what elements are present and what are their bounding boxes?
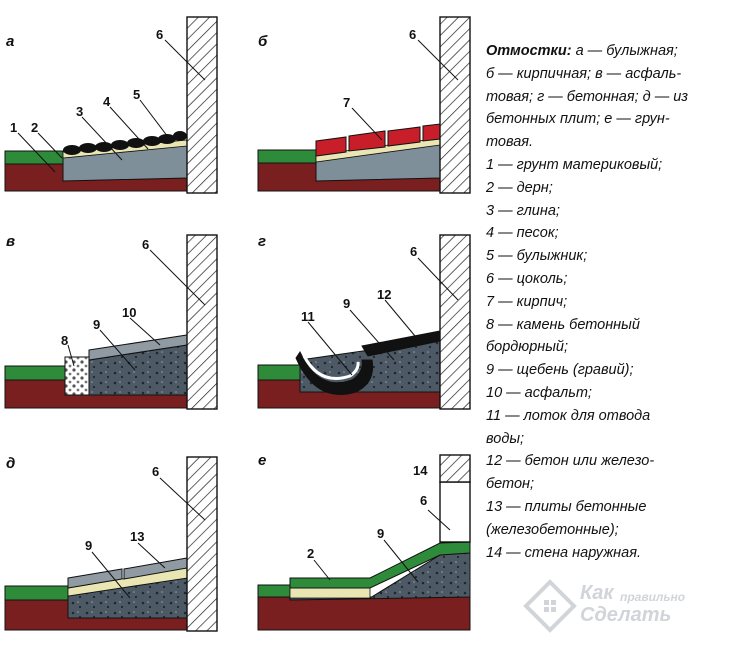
legend-line: 1 — грунт материковый; xyxy=(486,156,663,173)
turf-layer xyxy=(257,149,317,164)
label-e-2: 2 xyxy=(307,546,315,561)
panel-letter-d: д xyxy=(6,455,16,472)
legend-line: бордюрный; xyxy=(486,339,569,356)
watermark-text-2: правильно xyxy=(620,590,686,604)
legend-title: Отмостки: xyxy=(486,43,572,59)
panel-letter-e: е xyxy=(258,452,267,469)
label-d-9: 9 xyxy=(85,538,93,553)
panel-b xyxy=(257,16,471,194)
watermark-text-1: Как xyxy=(580,582,614,604)
label-v-6: 6 xyxy=(142,237,150,252)
legend-line: (железобетонные); xyxy=(486,521,619,538)
leader-lines xyxy=(313,509,451,583)
turf-layer xyxy=(4,150,64,165)
legend-line: 14 — стена наружная. xyxy=(486,544,641,561)
legend-line: б — кирпичная; в — асфаль- xyxy=(486,65,682,82)
panel-letter-v: в xyxy=(6,233,16,250)
legend-line: бетонных плит; е — грун- xyxy=(486,111,670,128)
bricks xyxy=(315,123,441,157)
panel-letter-b: б xyxy=(258,33,268,50)
plinth-wall xyxy=(439,16,471,194)
label-e-6: 6 xyxy=(420,493,428,508)
label-e-9: 9 xyxy=(377,526,385,541)
label-v-8: 8 xyxy=(61,333,69,348)
cobblestones xyxy=(63,131,187,155)
panel-letter-g: г xyxy=(258,233,267,250)
label-a-4: 4 xyxy=(103,94,111,109)
label-g-12: 12 xyxy=(377,287,392,302)
legend-line: 2 — дерн; xyxy=(486,179,553,196)
label-a-2: 2 xyxy=(31,120,39,135)
plinth-wall xyxy=(439,234,471,410)
legend-line-0: Отмостки: а — булыжная; xyxy=(486,40,726,63)
panel-a xyxy=(4,16,218,194)
outer-wall xyxy=(439,454,471,483)
leader-lines xyxy=(351,39,459,141)
panel-letter-a: а xyxy=(6,33,15,50)
panel-v xyxy=(4,234,218,410)
turf-layer xyxy=(4,365,66,381)
label-g-9: 9 xyxy=(343,296,351,311)
label-g-6: 6 xyxy=(410,244,418,259)
label-a-5: 5 xyxy=(133,87,141,102)
label-d-6: 6 xyxy=(152,464,160,479)
label-v-10: 10 xyxy=(122,305,137,320)
legend-line: 3 — глина; xyxy=(486,202,560,219)
label-a-3: 3 xyxy=(76,104,84,119)
legend-line: товая. xyxy=(486,134,534,151)
label-e-14: 14 xyxy=(413,463,428,478)
legend-line: 5 — булыжник; xyxy=(486,248,588,265)
legend-line: бетон; xyxy=(486,476,535,493)
panel-e xyxy=(257,454,471,631)
watermark: Как правильно Сделать xyxy=(522,578,727,636)
leader-lines xyxy=(91,477,206,599)
turf-layer xyxy=(4,585,69,601)
legend-line: 6 — цоколь; xyxy=(486,270,568,287)
label-b-6: 6 xyxy=(409,27,417,42)
drain-tray-inner xyxy=(302,355,360,380)
legend-line: 4 — песок; xyxy=(486,225,559,242)
legend-line: 11 — лоток для отвода xyxy=(486,407,651,424)
label-d-13: 13 xyxy=(130,529,145,544)
plinth-wall xyxy=(186,456,218,632)
leader-lines xyxy=(307,257,459,376)
soil-layer xyxy=(257,596,471,631)
turf-surface xyxy=(289,541,471,589)
label-v-9: 9 xyxy=(93,317,101,332)
border-stone xyxy=(64,356,90,396)
legend-line: 13 — плиты бетонные xyxy=(486,498,647,515)
leader-lines xyxy=(67,249,206,371)
watermark-text-3: Сделать xyxy=(580,604,672,626)
plinth-wall xyxy=(186,16,218,194)
panel-g xyxy=(257,234,471,410)
panel-d xyxy=(4,456,218,632)
turf-layer xyxy=(257,364,301,381)
plinth xyxy=(439,481,471,543)
legend-line: 12 — бетон или железо- xyxy=(486,453,655,470)
legend-line-text: а — булыжная; xyxy=(571,43,678,59)
legend-line: 10 — асфальт; xyxy=(486,384,592,401)
leader-lines xyxy=(17,39,206,173)
legend-line: 7 — кирпич; xyxy=(486,293,568,310)
legend-line: воды; xyxy=(486,430,525,447)
legend-line: товая; г — бетонная; д — из xyxy=(486,88,689,105)
watermark-house-icon xyxy=(523,579,577,633)
plinth-wall xyxy=(186,234,218,410)
legend: Отмостки: а — булыжная; б — кирпичная; в… xyxy=(486,40,726,564)
label-a-1: 1 xyxy=(10,120,18,135)
label-b-7: 7 xyxy=(343,95,351,110)
drain-tray xyxy=(295,350,374,395)
label-g-11: 11 xyxy=(301,309,315,324)
label-a-6: 6 xyxy=(156,27,164,42)
legend-line: 8 — камень бетонный xyxy=(486,316,640,333)
legend-line: 9 — щебень (гравий); xyxy=(486,362,634,379)
turf-layer xyxy=(257,584,291,598)
